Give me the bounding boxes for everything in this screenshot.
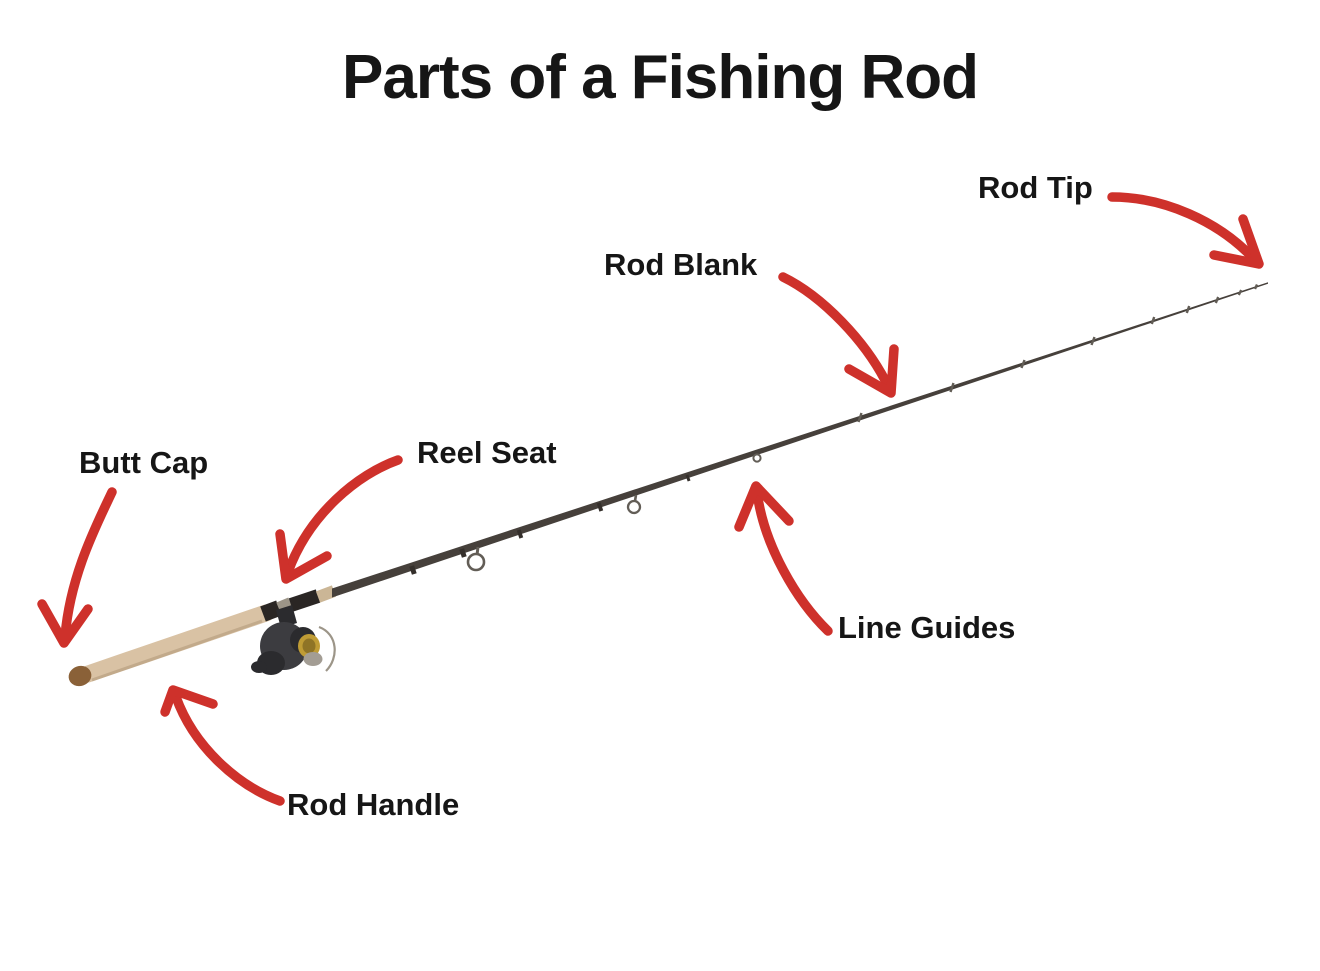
label-rod-blank: Rod Blank	[604, 247, 758, 282]
label-reel-seat: Reel Seat	[417, 435, 557, 470]
line-guide-ring	[626, 499, 642, 515]
line-guides-graphic	[466, 284, 1259, 572]
reel-seat-tan-band	[315, 585, 337, 603]
reel-bail-wire	[318, 625, 336, 672]
label-butt-cap: Butt Cap	[79, 445, 209, 480]
rod-blank-arrow	[778, 272, 899, 398]
rod-blank-graphic	[332, 282, 1268, 598]
annotation-arrows	[37, 192, 1264, 806]
label-rod-tip: Rod Tip	[978, 170, 1093, 205]
fishing-reel-graphic	[251, 605, 336, 675]
line-guide-ring	[466, 552, 486, 572]
butt-cap-graphic	[68, 665, 92, 687]
page-title: Parts of a Fishing Rod	[342, 43, 979, 112]
reel-handle-knob	[251, 661, 267, 673]
line-guide-ticks	[857, 284, 1259, 423]
reel-spool-skirt	[303, 652, 323, 666]
reel-seat-graphic	[288, 589, 321, 612]
reel-spool-stripe	[302, 638, 316, 654]
reel-seat-arrow	[275, 455, 403, 584]
handle-band-dark	[260, 600, 282, 622]
fishing-rod-graphic	[68, 282, 1268, 687]
label-line-guides: Line Guides	[838, 610, 1016, 645]
label-rod-handle: Rod Handle	[287, 787, 460, 822]
rod-blank-wraps	[409, 474, 691, 575]
rod-handle-arrow	[160, 685, 285, 806]
rod-handle-shading	[91, 619, 263, 682]
butt-cap-arrow	[37, 487, 117, 648]
rod-tip-arrow	[1107, 192, 1264, 269]
reel-seat-silver-band	[276, 597, 294, 616]
rod-handle-graphic	[79, 604, 275, 683]
line-guide-ring	[752, 453, 762, 463]
line-guides-arrow	[734, 481, 833, 636]
